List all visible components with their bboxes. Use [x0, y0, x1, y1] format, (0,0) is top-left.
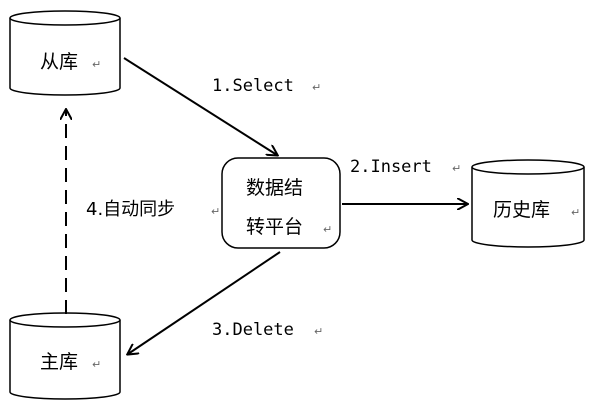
paragraph-mark-icon: ↵ — [92, 358, 101, 371]
history-db-label: 历史库 — [493, 199, 550, 221]
select-label: 1.Select — [212, 76, 294, 96]
master-db-node: 主库 ↵ — [9, 312, 121, 400]
paragraph-mark-icon: ↵ — [452, 162, 461, 175]
master-db-label: 主库 — [40, 351, 78, 373]
platform-label-line2: 转平台 — [246, 216, 303, 238]
sync-label: 4.自动同步 — [86, 199, 175, 220]
slave-db-node: 从库 ↵ — [9, 10, 121, 96]
edge-select: 1.Select ↵ — [123, 57, 321, 155]
paragraph-mark-icon: ↵ — [92, 58, 101, 71]
insert-label: 2.Insert — [350, 157, 432, 177]
paragraph-mark-icon: ↵ — [314, 325, 323, 338]
slave-db-label: 从库 — [40, 51, 78, 73]
history-db-node: 历史库 ↵ — [471, 159, 585, 248]
edge-insert: 2.Insert ↵ — [342, 157, 467, 204]
delete-label: 3.Delete — [212, 320, 294, 340]
paragraph-mark-icon: ↵ — [571, 206, 580, 219]
edge-sync: 4.自动同步 ↵ — [66, 110, 220, 314]
delete-arrow — [128, 251, 281, 354]
platform-node: 数据结 转平台 ↵ — [221, 157, 341, 249]
edge-delete: 3.Delete ↵ — [128, 251, 323, 354]
paragraph-mark-icon: ↵ — [323, 223, 332, 236]
paragraph-mark-icon: ↵ — [312, 81, 321, 94]
select-arrow — [123, 57, 277, 155]
paragraph-mark-icon: ↵ — [211, 205, 220, 218]
platform-label-line1: 数据结 — [246, 177, 303, 199]
